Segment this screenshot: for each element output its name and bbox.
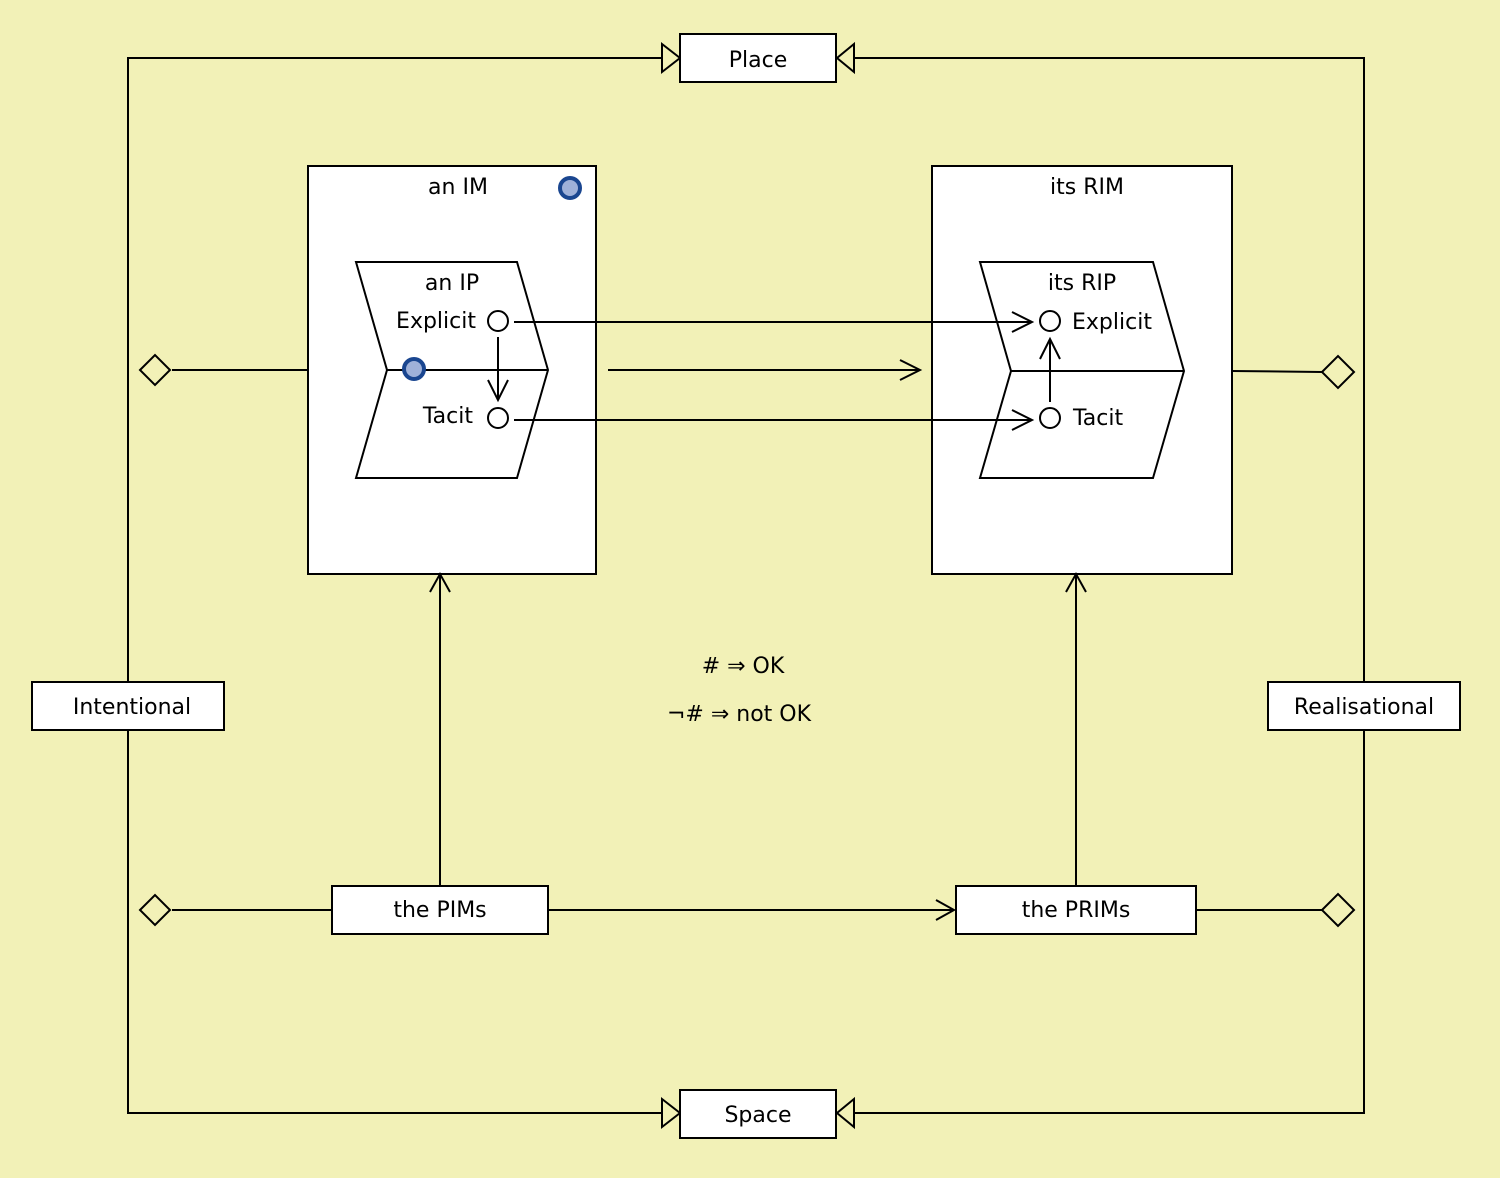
legend-not-ok: ¬# ⇒ not OK xyxy=(667,702,812,727)
legend-ok: # ⇒ OK xyxy=(702,654,785,679)
arrowhead-icon xyxy=(429,571,451,593)
port-circle-icon xyxy=(487,310,509,332)
node-prims[interactable]: the PRIMs xyxy=(955,885,1197,935)
port-circle-icon xyxy=(487,407,509,429)
edge-rim-aggregation xyxy=(1231,370,1323,373)
node-ip-label: an IP xyxy=(425,271,479,296)
port-ip-explicit[interactable]: Explicit xyxy=(396,309,509,334)
edge-realisational-place xyxy=(854,57,1365,682)
edge-intentional-place xyxy=(127,57,662,682)
node-prims-label: the PRIMs xyxy=(1022,898,1131,923)
arrowhead-icon xyxy=(935,899,957,921)
port-circle-icon xyxy=(1039,310,1061,332)
arrowhead-triangle-icon xyxy=(661,1096,682,1130)
node-space[interactable]: Space xyxy=(679,1089,837,1139)
node-rip[interactable]: its RIP xyxy=(978,261,1186,479)
node-realisational[interactable]: Realisational xyxy=(1267,681,1461,731)
port-rip-tacit-label: Tacit xyxy=(1072,406,1123,431)
arrowhead-icon xyxy=(1011,311,1035,333)
node-space-label: Space xyxy=(724,1103,791,1128)
status-dot-icon xyxy=(402,357,426,381)
node-im-label: an IM xyxy=(428,175,488,200)
arrowhead-triangle-icon xyxy=(835,41,855,75)
arrowhead-triangle-icon xyxy=(661,41,682,75)
node-rim-label: its RIM xyxy=(1050,175,1124,200)
diamond-icon xyxy=(1320,354,1356,390)
arrowhead-icon xyxy=(899,359,923,381)
diamond-icon xyxy=(138,353,172,387)
node-intentional[interactable]: Intentional xyxy=(31,681,225,731)
edge-intentional-space xyxy=(127,730,662,1114)
node-place[interactable]: Place xyxy=(679,33,837,83)
port-ip-tacit[interactable]: Tacit xyxy=(422,404,509,429)
node-realisational-label: Realisational xyxy=(1294,695,1434,720)
port-rip-explicit-label: Explicit xyxy=(1072,310,1152,335)
node-pims[interactable]: the PIMs xyxy=(331,885,549,935)
arrowhead-triangle-icon xyxy=(835,1096,855,1130)
port-circle-icon xyxy=(1039,407,1061,429)
arrowhead-icon xyxy=(1039,336,1061,360)
diamond-icon xyxy=(1320,892,1356,928)
node-rip-label: its RIP xyxy=(1048,271,1116,296)
node-pims-label: the PIMs xyxy=(393,898,486,923)
port-rip-explicit[interactable]: Explicit xyxy=(1039,310,1152,335)
port-rip-tacit[interactable]: Tacit xyxy=(1039,406,1123,431)
edge-realisational-space xyxy=(854,730,1365,1114)
port-ip-explicit-label: Explicit xyxy=(396,309,476,334)
arrowhead-icon xyxy=(1011,409,1035,431)
node-intentional-label: Intentional xyxy=(73,695,191,720)
node-place-label: Place xyxy=(729,48,788,73)
status-dot-icon xyxy=(558,176,582,200)
arrowhead-icon xyxy=(487,379,509,403)
arrowhead-icon xyxy=(1065,571,1087,593)
diamond-icon xyxy=(138,893,172,927)
port-ip-tacit-label: Tacit xyxy=(422,404,473,429)
